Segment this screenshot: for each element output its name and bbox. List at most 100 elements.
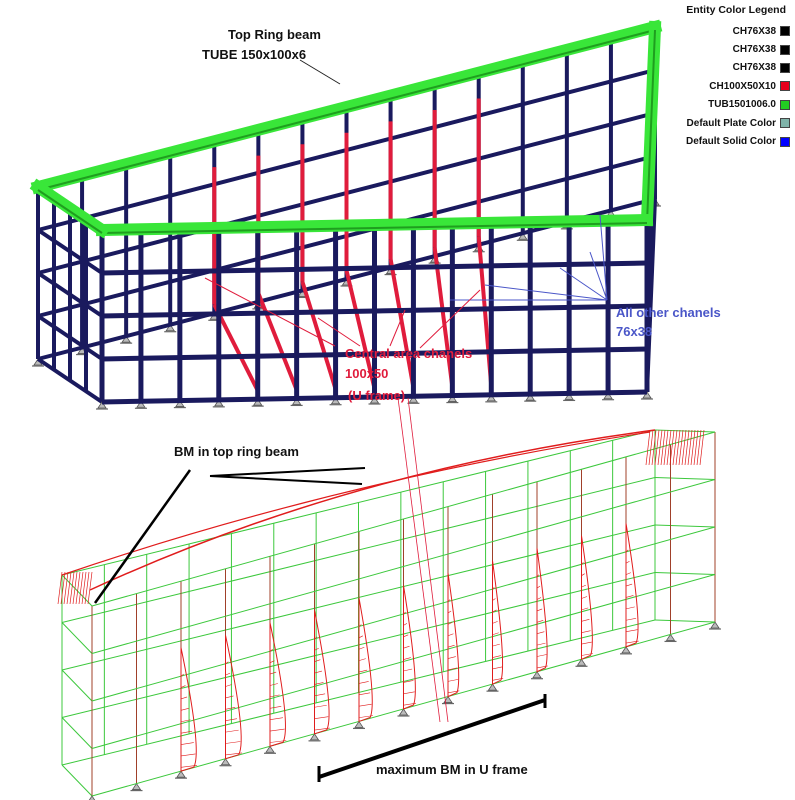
u-frame-bm-hatch xyxy=(403,702,417,706)
ring-bm-hatch xyxy=(75,571,81,605)
wire-back-girt xyxy=(61,429,656,576)
legend-label: TUB1501006.0 xyxy=(708,99,776,111)
leader-central xyxy=(317,317,361,347)
u-frame-bm-hatch xyxy=(314,647,319,651)
u-frame-bm-hatch xyxy=(536,654,547,657)
legend-title: Entity Color Legend xyxy=(686,4,786,16)
ring-bm-hatch xyxy=(681,429,687,466)
u-frame-bm-hatch xyxy=(403,623,408,626)
legend-swatch xyxy=(780,62,790,73)
u-frame-bm-hatch xyxy=(492,666,503,670)
support-icon xyxy=(525,393,535,401)
ring-bm-curve xyxy=(61,431,651,576)
u-frame-bottom xyxy=(300,281,338,390)
support-icon xyxy=(443,695,453,703)
other-channels-title: All other chanels xyxy=(616,305,721,320)
wire-right-girt xyxy=(654,524,716,528)
u-frame-bm-hatch xyxy=(536,597,542,600)
ring-bm-hatch xyxy=(678,429,684,466)
u-frame-bm-hatch xyxy=(269,683,278,686)
ring-bm-hatch xyxy=(669,429,675,466)
support-icon xyxy=(447,394,458,402)
legend-swatch xyxy=(780,81,790,92)
legend-swatch xyxy=(780,99,790,110)
legend-row: CH76X38 xyxy=(662,22,790,40)
other-channels-section: 76x38 xyxy=(616,324,653,339)
u-frame-bm-hatch xyxy=(180,742,194,745)
u-frame-bm-hatch xyxy=(403,657,411,660)
top-leader-lines xyxy=(204,59,608,349)
wire-left-girt xyxy=(61,574,93,607)
u-frame-bm-hatch xyxy=(358,646,365,650)
support-icon xyxy=(518,232,528,240)
u-frame-bm-hatch xyxy=(314,659,321,662)
u-frame-bm-hatch xyxy=(225,695,234,699)
ring-bm-hatch xyxy=(648,429,654,466)
u-frame-bm-hatch xyxy=(225,707,236,710)
u-frame-bm-hatch xyxy=(581,618,590,622)
u-frame-bm-hatch xyxy=(447,656,456,659)
u-frame-bm-hatch xyxy=(314,636,318,640)
u-frame-bm-hatch xyxy=(225,661,229,664)
ring-bm-hatch xyxy=(684,429,690,466)
u-frame-bm-hatch xyxy=(447,633,454,637)
u-frame-bm-hatch xyxy=(314,704,327,708)
u-frame-bm-hatch xyxy=(581,573,585,576)
u-frame-bm-hatch xyxy=(492,598,496,601)
u-frame-bm-hatch xyxy=(625,617,637,621)
support-icon xyxy=(97,401,107,409)
u-frame-bm-hatch xyxy=(447,622,453,625)
u-frame-bm-hatch xyxy=(314,693,326,697)
u-frame-bm-hatch xyxy=(492,655,501,658)
wire-left-girt xyxy=(61,764,93,797)
u-frame-bm-hatch xyxy=(447,679,459,682)
ring-bm-hatch xyxy=(72,571,78,605)
support-icon xyxy=(330,396,341,405)
u-frame-bm-hatch xyxy=(581,641,592,645)
u-frame-bm-diagram xyxy=(269,622,286,747)
legend-row: CH76X38 xyxy=(662,59,790,77)
ring-bm-hatch xyxy=(672,429,678,466)
u-frame-bm-hatch xyxy=(180,696,188,700)
support-icon xyxy=(252,398,263,406)
top-ring-beam-edge xyxy=(101,222,648,234)
wire-right-girt xyxy=(654,477,716,480)
u-frame-bm-hatch xyxy=(225,752,243,756)
ring-bm-hatch xyxy=(63,571,69,605)
top-ring-beam-edge xyxy=(37,29,656,191)
u-frame-bottom xyxy=(388,258,416,389)
u-frame-bm-hatch xyxy=(492,609,497,613)
support-icon xyxy=(214,399,224,407)
u-frame-bm-hatch xyxy=(403,668,413,672)
u-frame-bm-hatch xyxy=(403,645,410,649)
leader-u-frame-red xyxy=(397,397,441,723)
ring-bm-hatch xyxy=(57,571,63,605)
ring-bm-hatch xyxy=(660,429,666,466)
u-frame-bm-hatch xyxy=(180,708,189,711)
ring-bm-hatch xyxy=(84,571,90,605)
support-icon xyxy=(564,392,574,400)
u-frame-bm-hatch xyxy=(536,642,546,646)
u-frame-bm-hatch xyxy=(358,681,369,684)
ring-bm-hatch xyxy=(654,429,660,466)
legend-row: Default Solid Color xyxy=(662,132,790,150)
u-frame-bm-diagram xyxy=(403,585,416,710)
ring-bm-hatch xyxy=(690,429,696,466)
support-icon xyxy=(175,399,185,407)
u-frame-bm-hatch xyxy=(314,727,330,731)
u-frame-bm-hatch xyxy=(536,665,548,669)
support-icon xyxy=(710,621,720,629)
support-icon xyxy=(88,795,96,800)
bm-ring-label: BM in top ring beam xyxy=(174,444,299,459)
support-icon xyxy=(220,757,231,766)
u-frame-bottom xyxy=(212,303,260,392)
ring-bm-hatch xyxy=(693,429,699,466)
u-frame-bm-hatch xyxy=(625,606,635,610)
u-frame-bm-hatch xyxy=(314,670,323,674)
leader-other xyxy=(599,214,608,301)
u-frame-bm-hatch xyxy=(403,634,409,638)
legend-label: Default Solid Color xyxy=(686,136,776,148)
u-frame-bm-hatch xyxy=(358,692,371,696)
u-frame-bm-diagram xyxy=(536,548,548,673)
